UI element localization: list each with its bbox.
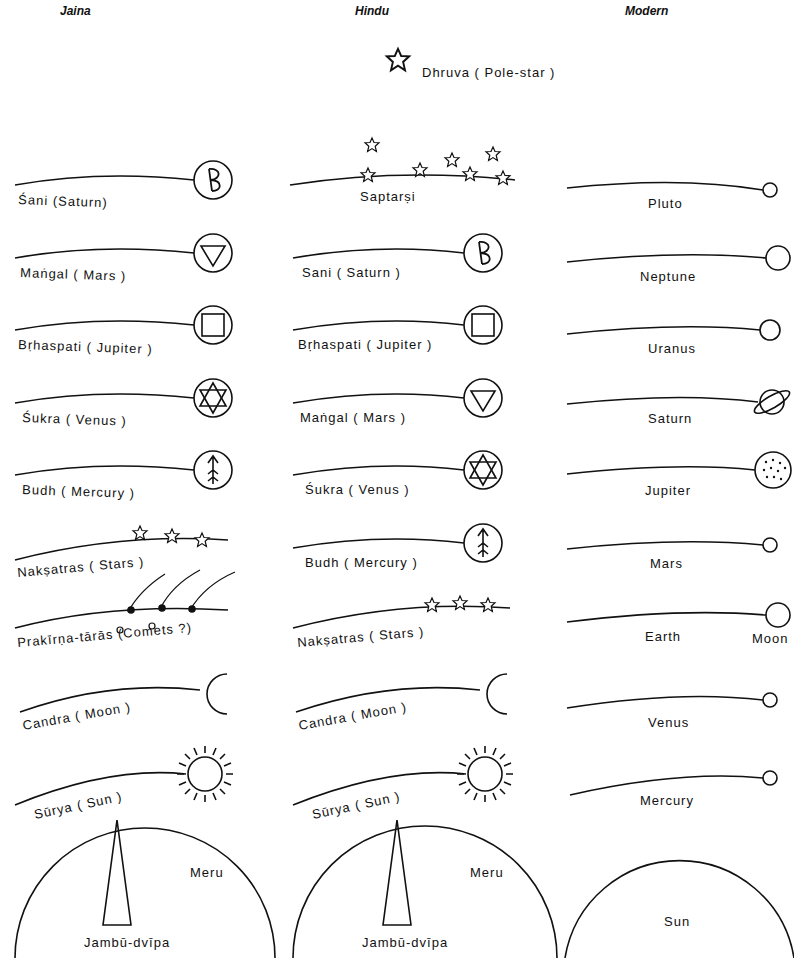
continent-label: Jambū-dvīpa (84, 936, 170, 950)
orbit-label: Earth (645, 630, 681, 644)
orbit-label: Śani (Saturn) (18, 193, 108, 210)
orbit-label: Candra ( Moon ) (22, 700, 132, 733)
hindu-column (290, 49, 557, 958)
orbit-label: Budh ( Mercury ) (22, 483, 135, 501)
jaina-column (15, 161, 275, 958)
orbit-label: Pluto (648, 197, 683, 211)
orbit-label: Bṛhaspati ( Jupiter ) (298, 338, 432, 352)
orbit-label: Nakṣatras ( Stars ) (297, 625, 425, 650)
orbit-label: Venus (648, 716, 689, 730)
orbit-label: Sūrya ( Sun ) (33, 790, 124, 823)
orbit-label: Prakīrṇa-tārās (Comets ?) (17, 621, 193, 651)
orbit-label: Śukra ( Venus ) (305, 483, 410, 497)
orbit-label: Candra ( Moon ) (298, 700, 408, 733)
continent-label: Jambū-dvīpa (362, 936, 448, 950)
mountain-label: Meru (470, 866, 504, 880)
orbit-label: Śukra ( Venus ) (22, 411, 127, 429)
orbit-label: Maṅgal ( Mars ) (300, 411, 406, 425)
orbit-label: Saptarṣi (360, 190, 416, 204)
orbit-label: Sani ( Saturn ) (302, 266, 401, 280)
orbit-label: Nakṣatras ( Stars ) (17, 555, 145, 580)
orbit-label: Jupiter (645, 484, 691, 498)
orbit-label: Mars (650, 557, 683, 571)
column-heading: Hindu (355, 5, 389, 18)
sun-label: Sun (664, 915, 690, 929)
orbit-label: Bṛhaspati ( Jupiter ) (18, 338, 153, 357)
orbit-label: Sūrya ( Sun ) (311, 790, 402, 823)
orbit-label: Saturn (648, 412, 692, 426)
modern-column (565, 182, 794, 958)
orbit-label: Uranus (648, 342, 696, 356)
orbit-label: Mercury (640, 794, 694, 808)
column-heading: Modern (625, 5, 668, 18)
orbit-label: Budh ( Mercury ) (305, 556, 418, 570)
mountain-label: Meru (190, 866, 224, 880)
orbit-label: Maṅgal ( Mars ) (20, 266, 126, 284)
orbit-label: Moon (752, 632, 789, 646)
orbit-label: Neptune (640, 270, 696, 284)
star-label: Dhruva ( Pole-star ) (422, 66, 555, 80)
column-heading: Jaina (60, 5, 91, 18)
